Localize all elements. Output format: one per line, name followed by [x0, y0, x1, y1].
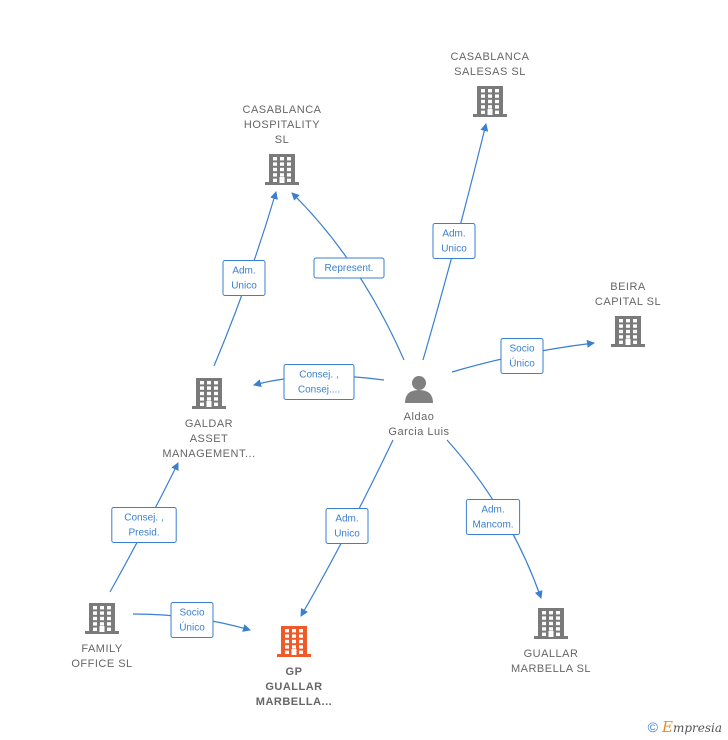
node-casablanca_salesas[interactable]: CASABLANCA SALESAS SL: [451, 51, 530, 117]
node-label: ASSET: [190, 433, 229, 445]
edge-label-text: Represent.: [325, 263, 374, 274]
node-label: MARBELLA...: [256, 696, 332, 708]
edge-aldao-to-gp: Adm. Unico: [300, 439, 394, 617]
edge-label-text: Consej. ,: [299, 370, 338, 381]
edge-label-box: [325, 508, 369, 544]
building-icon: [192, 378, 226, 409]
edge-aldao-to-casablanca_hospitality: Represent.: [291, 192, 405, 361]
node-label: CAPITAL SL: [595, 296, 661, 308]
building-icon: [85, 603, 119, 634]
node-family[interactable]: FAMILY OFFICE SL: [71, 603, 132, 670]
edge-label[interactable]: Adm. Unico: [325, 508, 369, 544]
node-galdar[interactable]: GALDAR ASSET MANAGEMENT...: [162, 378, 255, 460]
node-label: MANAGEMENT...: [162, 448, 255, 460]
edge-label[interactable]: Adm. Unico: [222, 260, 266, 296]
edge-label-box: [222, 260, 266, 296]
building-icon: [611, 316, 645, 347]
edge-label[interactable]: Represent.: [313, 257, 385, 279]
node-label: OFFICE SL: [71, 658, 132, 670]
node-label: GUALLAR: [524, 648, 579, 660]
edge-label-text: Adm.: [232, 266, 255, 277]
edge-label-box: [283, 364, 355, 400]
node-label: HOSPITALITY: [244, 119, 320, 131]
node-label: Garcia Luis: [388, 426, 449, 438]
node-label: FAMILY: [81, 643, 122, 655]
building-icon: [277, 626, 311, 657]
edge-label[interactable]: Consej. , Consej....: [283, 364, 355, 400]
edge-label-text: Unico: [231, 281, 257, 292]
edge-label-text: Unico: [334, 529, 360, 540]
edge-label-text: Adm.: [442, 229, 465, 240]
edge-label-text: Adm.: [481, 505, 504, 516]
node-label: GUALLAR: [265, 681, 322, 693]
edge-aldao-to-casablanca_salesas: Adm. Unico: [422, 123, 489, 361]
node-guallar[interactable]: GUALLAR MARBELLA SL: [511, 608, 591, 675]
node-label: MARBELLA SL: [511, 663, 591, 675]
node-beira[interactable]: BEIRA CAPITAL SL: [595, 281, 661, 347]
edge-label-text: Mancom.: [472, 520, 513, 531]
edge-label-text: Único: [179, 621, 205, 634]
edge-label-text: Consej....: [298, 385, 340, 396]
footer-brand: © Empresia: [648, 718, 722, 736]
edge-aldao-to-galdar: Consej. , Consej....: [253, 364, 385, 400]
edge-label-text: Adm.: [335, 514, 358, 525]
edge-label-text: Único: [509, 357, 535, 370]
edge-galdar-to-casablanca_hospitality: Adm. Unico: [213, 191, 278, 367]
building-icon: [473, 86, 507, 117]
building-icon: [534, 608, 568, 639]
edge-label-text: Presid.: [128, 528, 159, 539]
person-icon: [405, 376, 433, 403]
edge-label-text: Socio: [509, 344, 534, 355]
edge-aldao-to-guallar: Adm. Mancom.: [446, 439, 543, 599]
node-label: Aldao: [404, 411, 435, 423]
copyright-icon: ©: [647, 719, 658, 735]
edge-label-text: Consej. ,: [124, 513, 163, 524]
edge-label-box: [170, 602, 214, 638]
edge-label[interactable]: Consej. , Presid.: [111, 507, 177, 543]
edge-label-box: [432, 223, 476, 259]
edge-label-box: [313, 257, 385, 279]
node-label: SL: [275, 134, 289, 146]
node-gp[interactable]: GP GUALLAR MARBELLA...: [256, 626, 332, 708]
edge-label[interactable]: Adm. Unico: [432, 223, 476, 259]
edge-label-text: Socio: [179, 608, 204, 619]
edge-family-to-galdar: Consej. , Presid.: [109, 462, 179, 593]
node-label: CASABLANCA: [451, 51, 530, 63]
edge-label[interactable]: Adm. Mancom.: [465, 499, 521, 535]
brand-logo: Empresia: [661, 718, 722, 736]
edge-label-box: [500, 338, 544, 374]
node-label: GP: [286, 666, 303, 678]
node-casablanca_hospitality[interactable]: CASABLANCA HOSPITALITY SL: [243, 104, 322, 185]
edge-label-box: [111, 507, 177, 543]
node-label: SALESAS SL: [454, 66, 526, 78]
edge-label-text: Unico: [441, 244, 467, 255]
node-label: CASABLANCA: [243, 104, 322, 116]
building-icon: [265, 154, 299, 185]
edge-label-box: [465, 499, 521, 535]
node-label: BEIRA: [610, 281, 646, 293]
node-label: GALDAR: [185, 418, 233, 430]
